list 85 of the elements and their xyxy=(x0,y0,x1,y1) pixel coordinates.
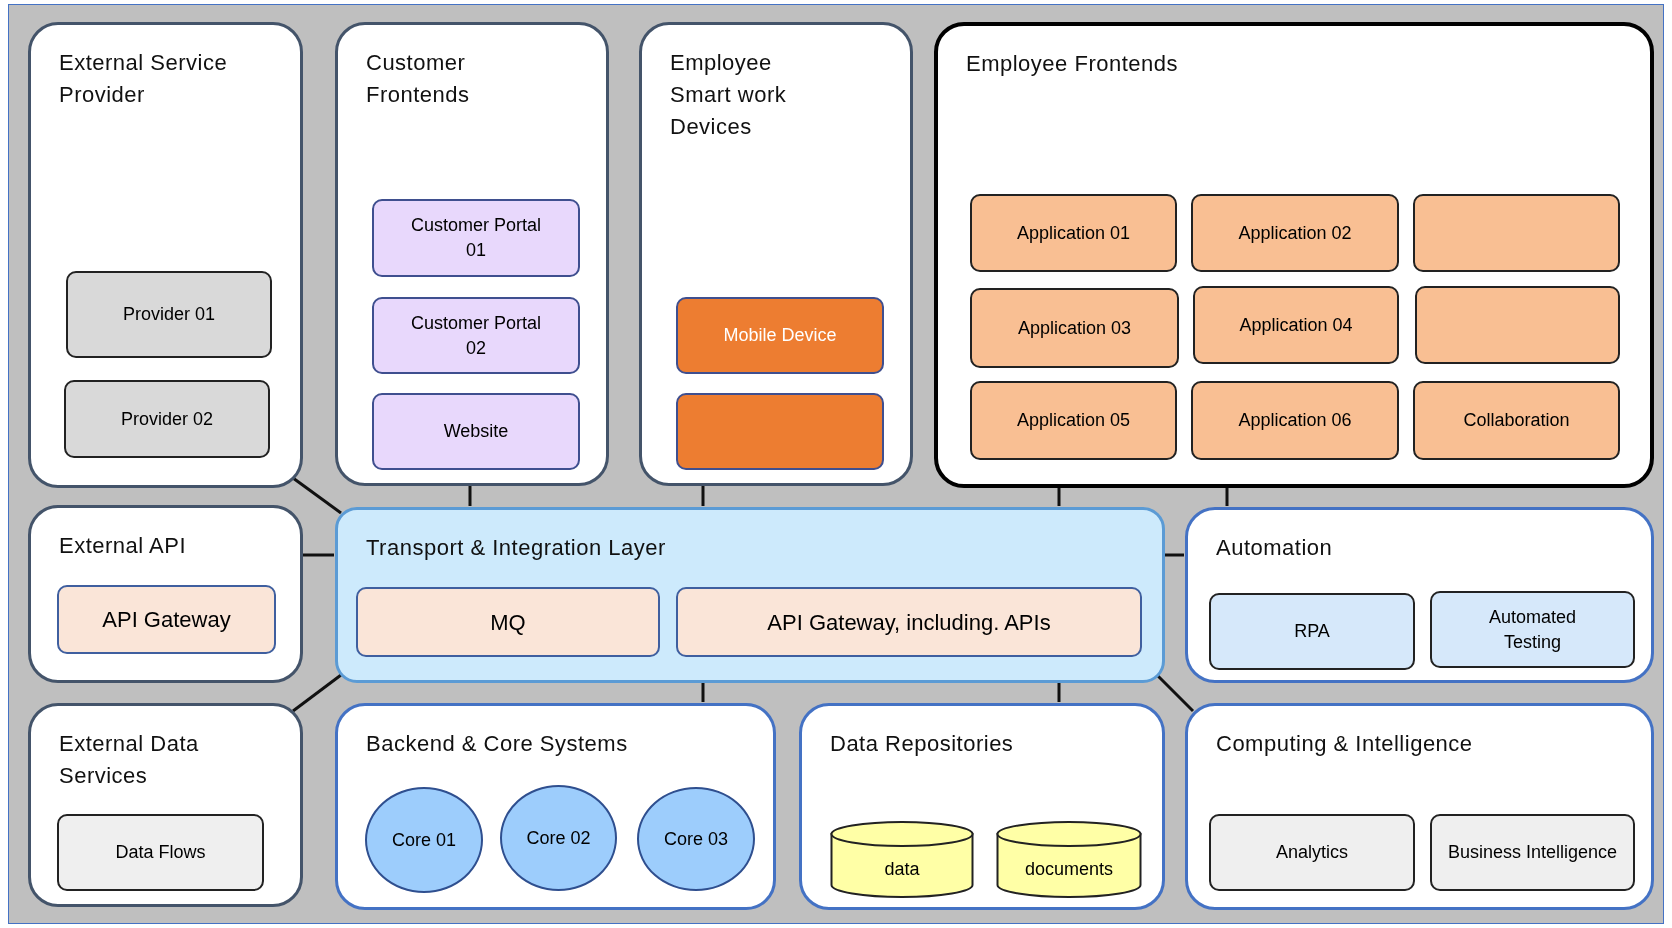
group-panel xyxy=(28,22,303,488)
panel-title: External API xyxy=(59,532,187,560)
provider-box xyxy=(64,380,270,458)
portal-box xyxy=(372,199,580,277)
node-label: Business Intelligence xyxy=(1447,841,1618,864)
node-label: Application 04 xyxy=(1239,313,1353,337)
application-box xyxy=(1193,286,1399,364)
node-label: MQ xyxy=(490,609,526,635)
node-label: Application 03 xyxy=(1017,316,1132,340)
connector-line xyxy=(302,553,334,557)
node-label: Analytics xyxy=(1276,841,1348,864)
node-label: Customer Portal 02 xyxy=(409,311,542,360)
connector-line xyxy=(701,485,705,506)
application-box xyxy=(970,288,1179,368)
panel-title: Employee Frontends xyxy=(966,50,1178,78)
panel-title: Data Repositories xyxy=(830,730,1014,758)
node-label: documents xyxy=(1024,858,1114,881)
panel-title: Transport & Integration Layer xyxy=(366,534,666,562)
connector-line xyxy=(1155,673,1195,713)
service-box xyxy=(1430,814,1635,891)
group-panel xyxy=(1185,507,1654,683)
connector-line xyxy=(468,485,472,506)
node-label: Data Flows xyxy=(115,841,206,864)
layer-panel xyxy=(335,507,1165,683)
node-label: Core 01 xyxy=(391,828,456,852)
group-panel xyxy=(335,22,609,486)
node-label: Customer Portal 01 xyxy=(409,214,542,262)
service-box xyxy=(57,814,264,891)
connector-line xyxy=(292,476,342,515)
node-label: Automated Testing xyxy=(1487,605,1578,654)
database-cylinder xyxy=(830,821,974,898)
group-panel xyxy=(335,703,776,910)
node-label: RPA xyxy=(1294,620,1330,643)
portal-box xyxy=(372,393,580,470)
node-label: Provider 02 xyxy=(120,407,214,431)
service-box xyxy=(676,587,1142,657)
connector-line xyxy=(292,673,342,713)
node-label: Website xyxy=(443,420,509,443)
node-label: API Gateway xyxy=(102,607,231,632)
application-box xyxy=(1191,381,1399,460)
process-box xyxy=(676,393,884,470)
node-label: Core 03 xyxy=(663,827,728,851)
tool-box xyxy=(1430,591,1635,668)
panel-title: External Data Services xyxy=(59,730,200,790)
service-box xyxy=(356,587,660,657)
group-panel xyxy=(28,505,303,683)
connector-line xyxy=(1057,682,1061,702)
node-label: API Gateway, including. APIs xyxy=(767,609,1051,635)
application-box xyxy=(1413,381,1620,460)
application-box xyxy=(970,194,1177,272)
group-panel xyxy=(799,703,1165,910)
node-label: Collaboration xyxy=(1463,409,1570,432)
node-label: Application 01 xyxy=(1016,221,1131,245)
service-box xyxy=(1209,814,1415,891)
process-box xyxy=(1415,286,1620,364)
node-label: data xyxy=(884,858,920,881)
connector-line xyxy=(701,682,705,702)
group-panel xyxy=(639,22,913,486)
panel-title: Backend & Core Systems xyxy=(366,730,628,758)
panel-title: Computing & Intelligence xyxy=(1216,730,1473,758)
connector-line xyxy=(1057,487,1061,506)
node-label: Core 02 xyxy=(526,826,591,850)
group-panel xyxy=(1185,703,1654,910)
portal-box xyxy=(372,297,580,374)
application-box xyxy=(1191,194,1399,272)
panel-title: External Service Provider xyxy=(59,49,229,109)
tool-box xyxy=(1209,593,1415,670)
panel-title: Customer Frontends xyxy=(366,49,471,109)
panel-title: Employee Smart work Devices xyxy=(670,49,788,141)
node-label: Application 02 xyxy=(1238,221,1352,245)
node-label: Application 06 xyxy=(1238,409,1352,432)
connector-line xyxy=(1164,553,1184,557)
panel-title: Automation xyxy=(1216,534,1333,562)
group-panel xyxy=(934,22,1654,488)
provider-box xyxy=(66,271,272,358)
process-box xyxy=(1413,194,1620,272)
node-label: Provider 01 xyxy=(122,303,216,326)
group-panel xyxy=(28,703,303,907)
device-box xyxy=(676,297,884,374)
node-label: Mobile Device xyxy=(723,324,837,347)
connector-line xyxy=(1225,487,1229,506)
database-cylinder xyxy=(996,821,1142,898)
node-label: Application 05 xyxy=(1016,409,1131,432)
application-box xyxy=(970,381,1177,460)
service-box xyxy=(57,585,276,654)
